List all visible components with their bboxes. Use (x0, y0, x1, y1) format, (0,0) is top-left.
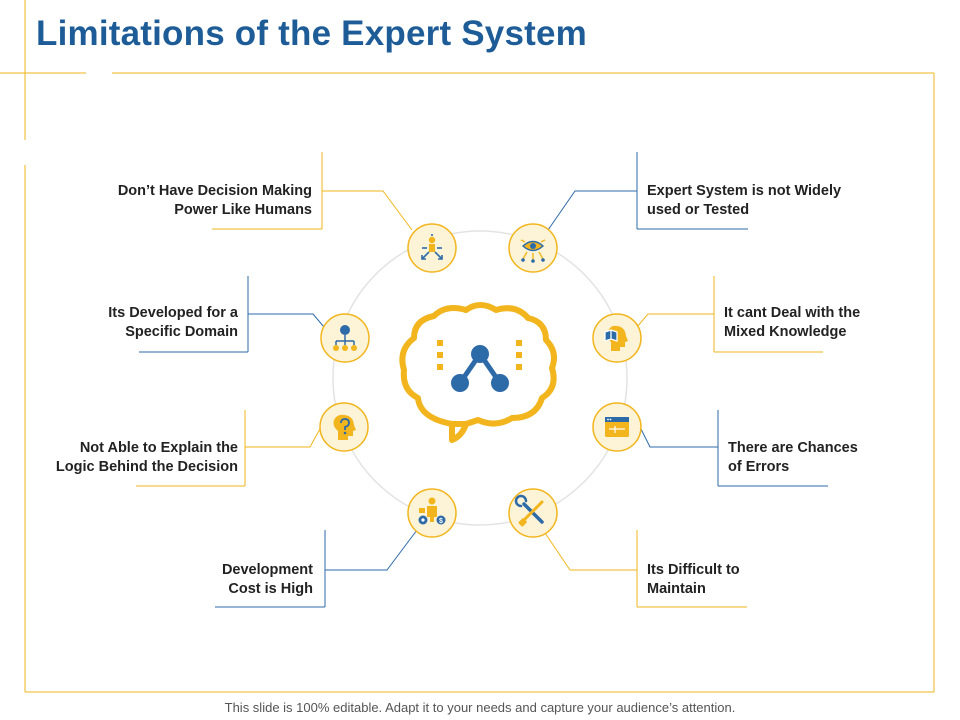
connector-cost (325, 529, 418, 571)
limitation-label-errors: There are Chances of Errors (728, 439, 858, 477)
limitation-line2: of Errors (728, 459, 790, 475)
connector-tested (547, 190, 637, 231)
limitation-label-domain: Its Developed for a Specific Domain (108, 304, 238, 342)
connector-errors (640, 428, 718, 448)
limitation-line2: used or Tested (647, 202, 750, 218)
limitation-line1: Its Developed for a (108, 305, 238, 321)
connector-explain (245, 428, 321, 448)
limitation-label-cost: Development Cost is High (222, 561, 313, 599)
connector-maintain (542, 529, 637, 571)
limitation-line1: Its Difficult to (647, 562, 740, 578)
hierarchy-icon (333, 325, 357, 351)
slide-frame (0, 0, 935, 693)
limitation-line1: There are Chances (728, 440, 858, 456)
footer-note: This slide is 100% editable. Adapt it to… (224, 700, 736, 715)
ring-circle (332, 230, 628, 526)
limitation-line2: Power Like Humans (174, 202, 312, 218)
limitation-label-maintain: Its Difficult to Maintain (647, 561, 740, 599)
limitation-line1: Expert System is not Widely (647, 183, 842, 199)
connector-domain (248, 313, 325, 328)
browser-error-icon (605, 417, 629, 437)
connector-mixed (636, 313, 714, 328)
eye-network-icon (520, 239, 546, 263)
head-question-icon (333, 414, 356, 440)
page-title: Limitations of the Expert System (36, 14, 587, 53)
limitation-label-tested: Expert System is not Widely used or Test… (647, 182, 841, 220)
limitation-line1: It cant Deal with the (724, 305, 861, 321)
limitation-line2: Cost is High (228, 581, 313, 597)
person-coins-icon: $ (418, 497, 446, 525)
brain-network-icon (399, 302, 557, 443)
connector-lines (136, 152, 828, 608)
limitation-label-mixed: It cant Deal with the Mixed Knowledge (724, 304, 860, 342)
svg-text:$: $ (439, 518, 443, 525)
decision-arrows-icon (421, 234, 443, 260)
limitation-line1: Don’t Have Decision Making (117, 183, 312, 199)
head-book-icon (604, 325, 628, 351)
limitation-line2: Logic Behind the Decision (55, 459, 238, 475)
icon-circles (319, 223, 642, 538)
limitation-line2: Specific Domain (125, 324, 238, 340)
limitation-label-decision: Don’t Have Decision Making Power Like Hu… (118, 182, 312, 220)
limitation-line2: Maintain (647, 581, 706, 597)
limitation-line1: Development (221, 562, 313, 578)
limitation-line2: Mixed Knowledge (724, 324, 847, 340)
tools-icon (514, 494, 544, 527)
limitation-line1: Not Able to Explain the (79, 440, 238, 456)
connector-decision (322, 190, 413, 231)
limitation-label-explain: Not Able to Explain the Logic Behind the… (56, 439, 238, 477)
